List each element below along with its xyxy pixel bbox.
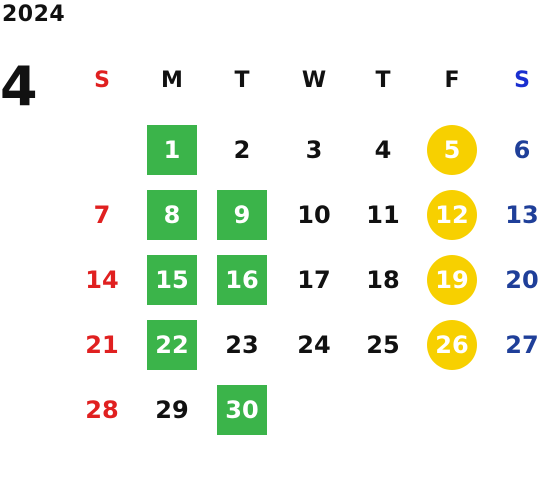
calendar-day-6: 6	[513, 136, 531, 164]
calendar-day-16: 16	[217, 255, 267, 305]
calendar-day-3: 3	[305, 136, 323, 164]
calendar-day-5: 5	[427, 125, 477, 175]
weekday-monday: M	[161, 68, 183, 93]
calendar-day-1: 1	[147, 125, 197, 175]
year-label: 2024	[2, 2, 66, 27]
calendar-day-17: 17	[297, 266, 331, 294]
calendar-day-21: 21	[85, 331, 119, 359]
calendar-day-25: 25	[366, 331, 400, 359]
calendar-day-30: 30	[217, 385, 267, 435]
calendar-day-15: 15	[147, 255, 197, 305]
weekday-friday: F	[444, 68, 460, 93]
weekday-saturday: S	[514, 68, 530, 93]
calendar-day-23: 23	[225, 331, 259, 359]
calendar-day-20: 20	[505, 266, 539, 294]
calendar-day-14: 14	[85, 266, 119, 294]
calendar-day-13: 13	[505, 201, 539, 229]
calendar-day-11: 11	[366, 201, 400, 229]
calendar-day-10: 10	[297, 201, 331, 229]
weekday-tuesday: T	[234, 68, 250, 93]
calendar-day-28: 28	[85, 396, 119, 424]
calendar-day-22: 22	[147, 320, 197, 370]
month-number: 4	[0, 55, 38, 118]
calendar-day-29: 29	[155, 396, 189, 424]
calendar-day-9: 9	[217, 190, 267, 240]
calendar-day-4: 4	[374, 136, 392, 164]
weekday-wednesday: W	[301, 68, 327, 93]
calendar-day-8: 8	[147, 190, 197, 240]
calendar-day-12: 12	[427, 190, 477, 240]
calendar-day-18: 18	[366, 266, 400, 294]
calendar-day-7: 7	[93, 201, 111, 229]
calendar-day-19: 19	[427, 255, 477, 305]
calendar-day-26: 26	[427, 320, 477, 370]
weekday-sunday: S	[94, 68, 110, 93]
weekday-thursday: T	[375, 68, 391, 93]
calendar-day-2: 2	[233, 136, 251, 164]
calendar-day-27: 27	[505, 331, 539, 359]
calendar-day-24: 24	[297, 331, 331, 359]
